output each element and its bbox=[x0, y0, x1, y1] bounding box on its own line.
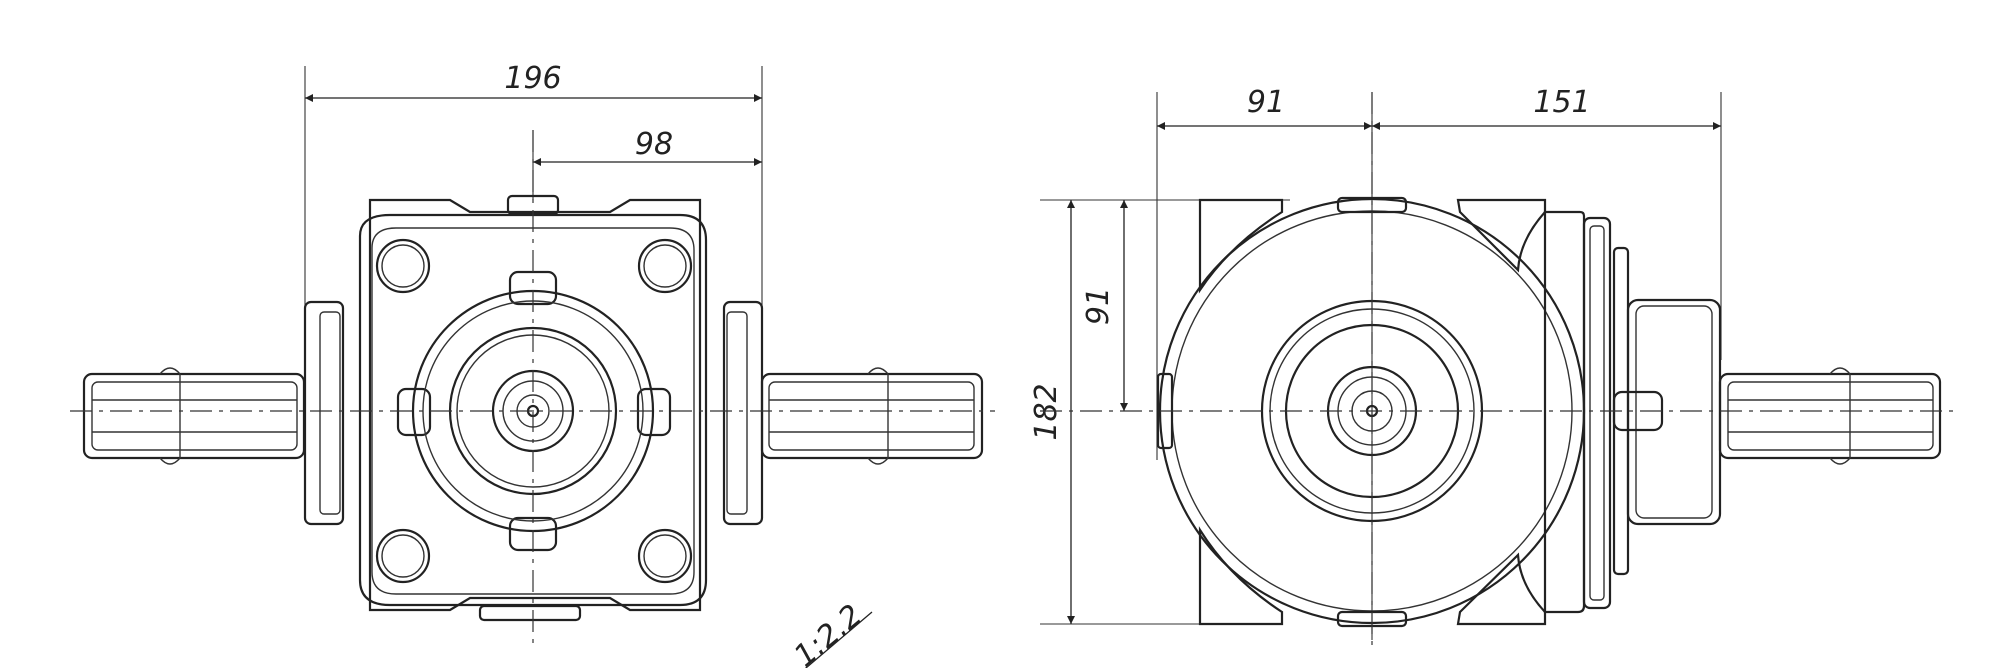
front-view: 196 98 bbox=[70, 61, 995, 650]
front-left-flange bbox=[303, 300, 345, 526]
ratio-label: 1:2.2 bbox=[788, 598, 869, 668]
dimension-196: 196 bbox=[305, 61, 762, 102]
dimension-91-vertical: 91 bbox=[1081, 200, 1128, 411]
dimension-151-label: 151 bbox=[1533, 85, 1590, 120]
side-view: 91 151 182 91 bbox=[1029, 85, 1960, 650]
dimension-91-horizontal: 91 bbox=[1157, 85, 1372, 130]
dimension-91-horizontal-label: 91 bbox=[1247, 85, 1285, 120]
dimension-91-vertical-label: 91 bbox=[1081, 287, 1116, 325]
side-right-shaft bbox=[1718, 367, 1942, 465]
front-left-shaft bbox=[82, 367, 306, 465]
dimension-182-label: 182 bbox=[1029, 383, 1064, 440]
dimension-182: 182 bbox=[1029, 200, 1075, 624]
front-right-shaft bbox=[760, 367, 984, 465]
dimension-151: 151 bbox=[1372, 85, 1721, 130]
dimension-98: 98 bbox=[533, 127, 762, 166]
dimension-98-label: 98 bbox=[635, 127, 673, 162]
dimension-196-label: 196 bbox=[504, 61, 561, 96]
front-right-flange bbox=[722, 300, 764, 526]
side-housing bbox=[1156, 196, 1722, 628]
